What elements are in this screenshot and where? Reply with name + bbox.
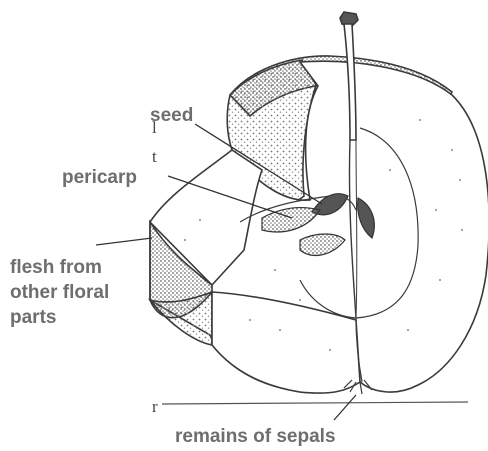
label-flesh-line-3: parts	[10, 307, 56, 328]
sepals-leader	[334, 395, 356, 420]
label-sepals: remains of sepals	[175, 426, 336, 447]
label-seed: seed	[150, 105, 193, 126]
label-pericarp: pericarp	[62, 167, 137, 188]
margin-fragment-3: r	[152, 397, 158, 416]
margin-fragment-2: t	[152, 147, 157, 166]
label-flesh-line-2: other floral	[10, 282, 109, 303]
flesh-leader	[96, 238, 152, 245]
apple	[150, 56, 488, 393]
label-flesh-line-1: flesh from	[10, 257, 102, 278]
bottom-rule	[162, 402, 468, 404]
